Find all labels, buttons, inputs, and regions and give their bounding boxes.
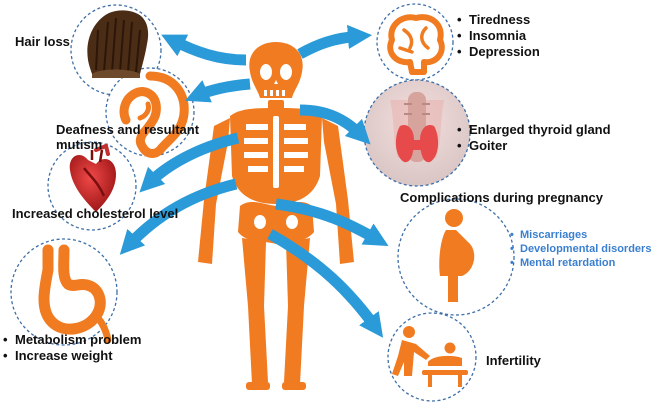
hair-loss-label: Hair loss [15, 34, 70, 49]
brain-effect-item: Tiredness [457, 12, 540, 28]
pregnancy-title: Complications during pregnancy [400, 190, 603, 205]
pregnancy-item: Developmental disorders [510, 242, 651, 256]
deafness-label: Deafness and resultant mutism [56, 122, 200, 152]
pregnancy-item: Mental retardation [510, 256, 651, 270]
brain-effects-list: Tiredness Insomnia Depression [457, 12, 540, 60]
brain-icon [387, 14, 445, 75]
metabolism-list: Metabolism problem Increase weight [3, 332, 141, 364]
thyroid-icon [390, 92, 444, 163]
arrow-ear [184, 78, 251, 103]
arrow-brain [297, 24, 373, 59]
pregnancy-item: Miscarriages [510, 228, 651, 242]
hair-icon [87, 10, 149, 78]
arrow-stomach [119, 178, 238, 255]
metabolism-item: Increase weight [3, 348, 141, 364]
arrow-heart [139, 132, 240, 193]
pregnant-woman-icon [439, 209, 475, 302]
ear-icon [119, 71, 189, 158]
heart-icon [69, 143, 116, 212]
thyroid-effect-item: Goiter [457, 138, 611, 154]
thyroid-effects-list: Enlarged thyroid gland Goiter [457, 122, 611, 154]
brain-effect-item: Insomnia [457, 28, 540, 44]
infertility-label: Infertility [486, 353, 541, 368]
baby-changing-icon [392, 326, 468, 387]
arrow-thyroid [299, 104, 371, 145]
arrow-hair [161, 34, 247, 66]
arrows [119, 24, 389, 338]
brain-effect-item: Depression [457, 44, 540, 60]
pregnancy-list: Miscarriages Developmental disorders Men… [510, 228, 651, 270]
arrow-infertility [267, 229, 384, 338]
cholesterol-label: Increased cholesterol level [12, 206, 179, 221]
metabolism-item: Metabolism problem [3, 332, 141, 348]
arrow-pregnancy [275, 198, 389, 247]
thyroid-effect-item: Enlarged thyroid gland [457, 122, 611, 138]
